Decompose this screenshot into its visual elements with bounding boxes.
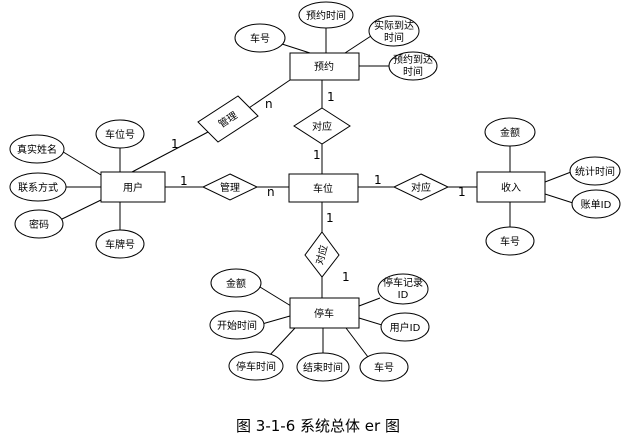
svg-text:真实姓名: 真实姓名 xyxy=(17,143,57,156)
svg-text:车号: 车号 xyxy=(250,32,270,45)
attr-park-record-id: 停车记录 ID xyxy=(377,273,429,305)
relationship-manage-user-space-label: 管理 xyxy=(220,181,240,194)
card-space-dui2: 1 xyxy=(374,173,382,187)
relationship-manage-reservation-user: 管理 xyxy=(197,95,259,143)
svg-text:车号: 车号 xyxy=(500,235,520,248)
attr-inc-bill-id: 账单ID xyxy=(571,189,621,219)
entity-reservation: 预约 xyxy=(289,52,360,81)
attr-res-time: 预约时间 xyxy=(298,1,354,29)
figure-caption: 图 3-1-6 系统总体 er 图 xyxy=(236,417,400,435)
svg-text:预约时间: 预约时间 xyxy=(306,9,346,22)
attr-user-contact: 联系方式 xyxy=(9,172,67,202)
card-res-manage1: n xyxy=(265,97,273,111)
relationship-space-parking: 对应 xyxy=(304,231,340,278)
attr-user-plate-no: 车牌号 xyxy=(95,229,145,259)
attr-user-password: 密码 xyxy=(14,209,64,239)
entity-reservation-label: 预约 xyxy=(314,60,334,73)
card-space-dui1: 1 xyxy=(313,148,321,162)
svg-text:用户ID: 用户ID xyxy=(390,321,421,334)
attr-user-real-name: 真实姓名 xyxy=(9,134,65,164)
card-space-manage2: n xyxy=(267,185,275,199)
attr-park-car-no: 车号 xyxy=(359,352,409,382)
attr-res-expected-arrival: 预约到达 时间 xyxy=(388,51,438,81)
entity-parking: 停车 xyxy=(289,297,360,329)
attr-inc-amount: 金额 xyxy=(484,117,536,147)
svg-text:车位号: 车位号 xyxy=(105,128,135,141)
attr-park-user-id: 用户ID xyxy=(380,312,430,342)
entity-parking-label: 停车 xyxy=(314,307,334,320)
attr-park-end-time: 结束时间 xyxy=(296,352,350,382)
svg-text:ID: ID xyxy=(398,290,409,301)
card-income-dui2: 1 xyxy=(458,185,466,199)
svg-text:停车时间: 停车时间 xyxy=(236,360,276,373)
attr-res-car-no: 车号 xyxy=(234,23,286,53)
entity-user: 用户 xyxy=(100,171,166,203)
svg-text:统计时间: 统计时间 xyxy=(575,165,615,178)
attr-user-space-no: 车位号 xyxy=(95,119,145,149)
card-res-dui1: 1 xyxy=(327,90,335,104)
card-user-manage2: 1 xyxy=(180,174,188,188)
card-space-dui3: 1 xyxy=(326,211,334,225)
svg-text:金额: 金额 xyxy=(226,277,246,290)
attr-park-start-time: 开始时间 xyxy=(209,310,265,340)
svg-text:金额: 金额 xyxy=(500,126,520,139)
card-user-manage1: 1 xyxy=(171,137,179,151)
attr-res-actual-arrival: 实际到达 时间 xyxy=(368,15,420,47)
svg-text:结束时间: 结束时间 xyxy=(303,361,343,374)
svg-text:预约到达: 预约到达 xyxy=(393,53,433,66)
connector-lines xyxy=(59,26,574,358)
cardinality-labels: 1 n 1 n 1 1 1 1 1 1 xyxy=(171,90,466,284)
entity-income-label: 收入 xyxy=(501,181,521,194)
svg-text:时间: 时间 xyxy=(403,65,423,78)
relationship-space-reservation-label: 对应 xyxy=(312,120,332,133)
entity-space: 车位 xyxy=(288,173,359,203)
svg-text:联系方式: 联系方式 xyxy=(18,181,58,194)
relationship-manage-user-space: 管理 xyxy=(201,173,259,201)
svg-text:开始时间: 开始时间 xyxy=(217,319,257,332)
svg-text:时间: 时间 xyxy=(384,31,404,44)
svg-text:密码: 密码 xyxy=(29,218,49,231)
svg-text:停车记录: 停车记录 xyxy=(383,276,423,289)
card-parking-dui3: 1 xyxy=(342,270,350,284)
attr-park-amount: 金额 xyxy=(210,268,262,298)
svg-text:实际到达: 实际到达 xyxy=(374,19,414,32)
relationship-space-income: 对应 xyxy=(392,173,450,201)
entity-space-label: 车位 xyxy=(313,182,333,195)
svg-text:车号: 车号 xyxy=(374,361,394,374)
attr-inc-stat-time: 统计时间 xyxy=(569,156,621,186)
svg-text:账单ID: 账单ID xyxy=(581,199,612,211)
entity-income: 收入 xyxy=(476,171,546,203)
attr-park-time: 停车时间 xyxy=(228,351,284,381)
relationship-space-reservation: 对应 xyxy=(293,107,351,145)
attr-inc-car-no: 车号 xyxy=(485,226,535,256)
svg-text:车牌号: 车牌号 xyxy=(105,238,135,251)
entity-user-label: 用户 xyxy=(123,181,143,194)
relationship-space-income-label: 对应 xyxy=(411,181,431,194)
